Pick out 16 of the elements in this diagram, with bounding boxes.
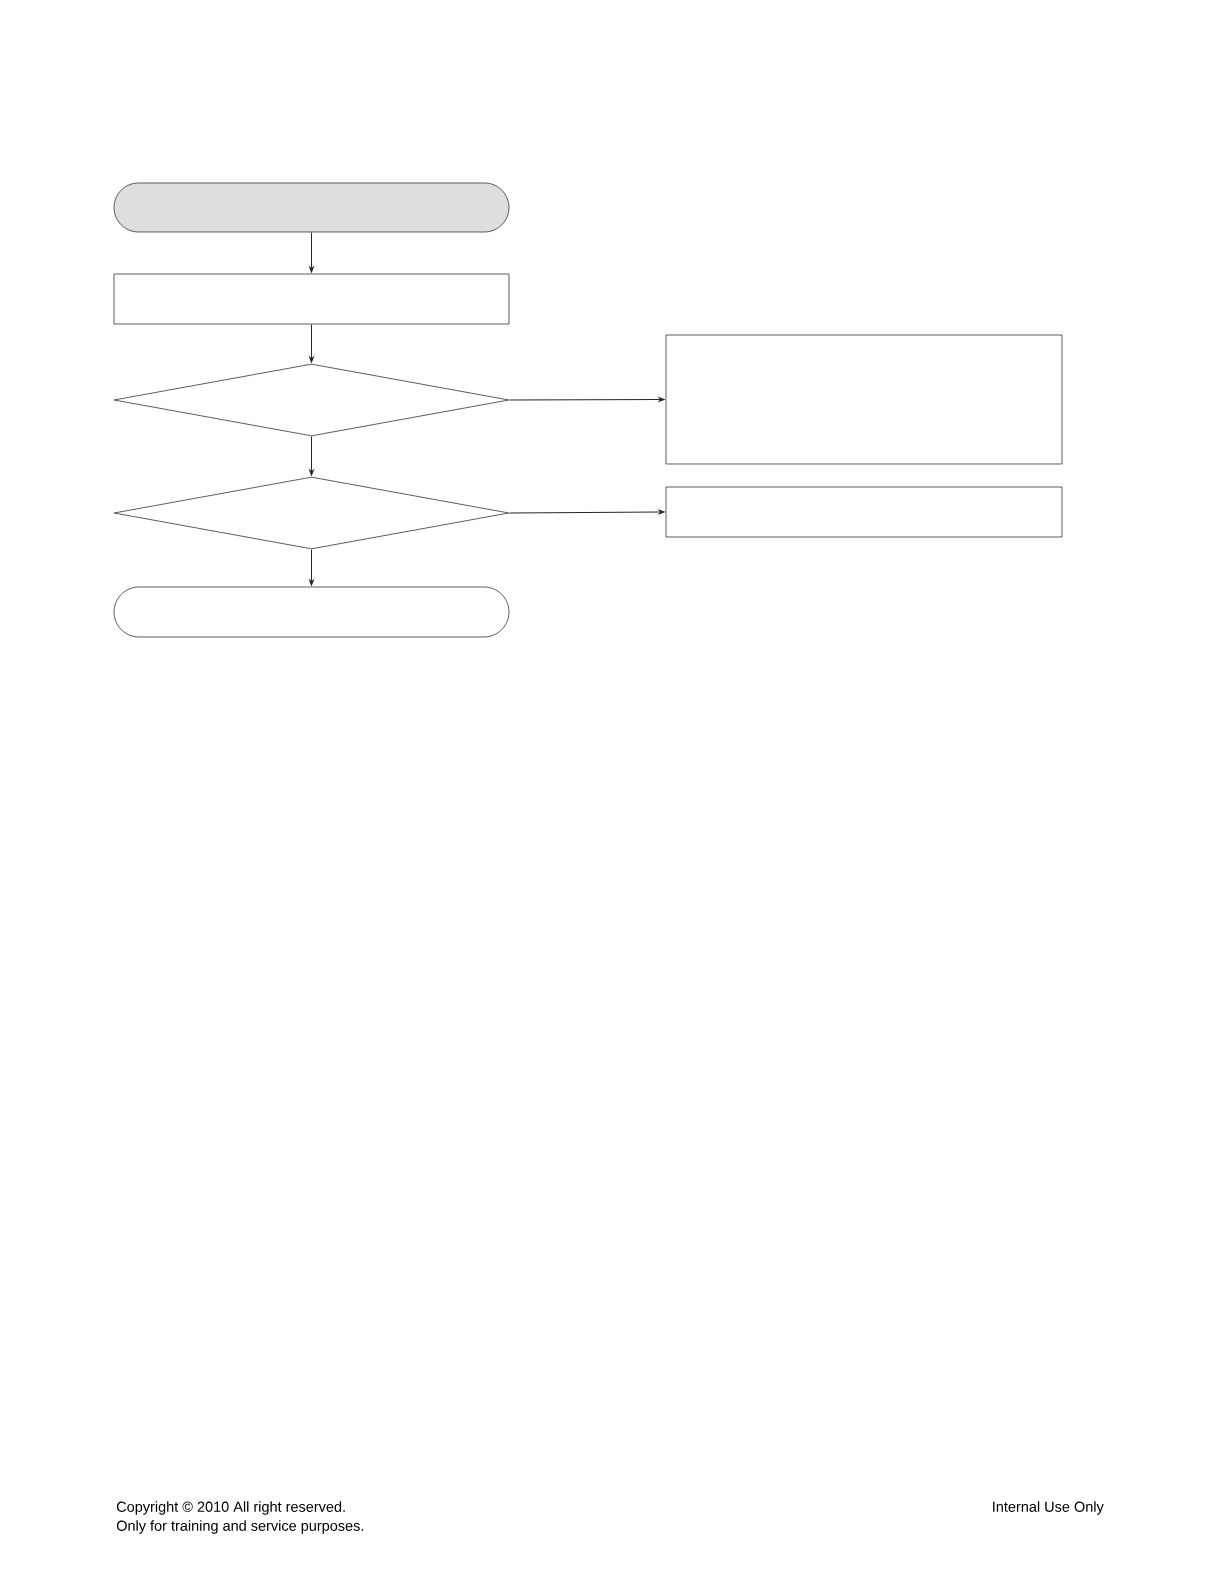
process-box (665, 486, 1063, 538)
arrow (508, 509, 665, 515)
decision-diamond (113, 476, 510, 550)
process-box (665, 334, 1063, 465)
terminal-box (113, 586, 510, 638)
arrow (309, 231, 314, 273)
arrow (309, 435, 314, 476)
arrow (309, 548, 314, 586)
arrow (309, 323, 314, 363)
process-box (113, 273, 510, 325)
footer-text: Only for training and service purposes. (116, 1520, 364, 1534)
arrow (508, 397, 665, 402)
footer-text: Copyright © 2010 All right reserved. (116, 1501, 345, 1515)
terminal-box (113, 182, 510, 233)
footer-text: Internal Use Only (993, 1501, 1104, 1515)
decision-diamond (113, 363, 510, 437)
